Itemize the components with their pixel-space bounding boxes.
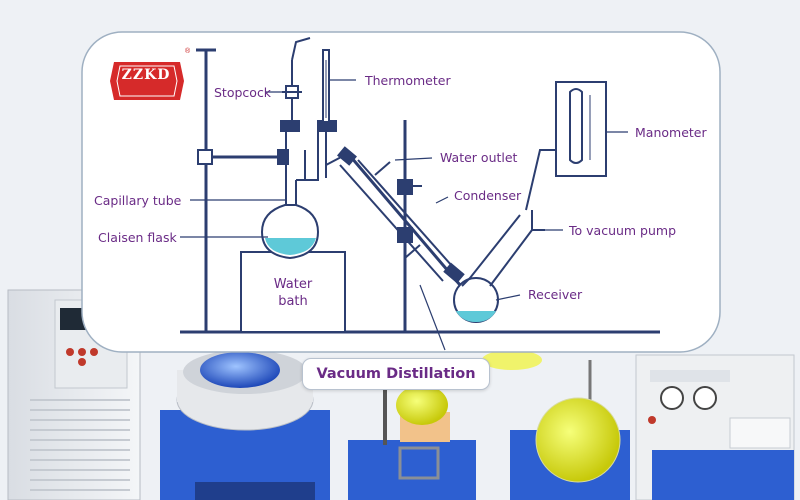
label-water-bath-line2: bath xyxy=(278,294,308,309)
heating-mantle xyxy=(160,350,330,500)
label-capillary-tube: Capillary tube xyxy=(94,193,182,208)
label-to-vacuum-pump: To vacuum pump xyxy=(569,223,677,238)
right-stand xyxy=(482,350,630,500)
caption-text: Vacuum Distillation xyxy=(316,366,476,382)
label-stopcock: Stopcock xyxy=(214,85,272,100)
center-stand xyxy=(348,385,476,500)
logo-registered-mark: ® xyxy=(185,48,191,55)
label-water-outlet: Water outlet xyxy=(440,150,518,165)
vacuum-pump xyxy=(635,354,795,500)
leader-lines xyxy=(180,79,628,351)
logo-wordmark: ZZKD xyxy=(121,67,171,83)
distillation-apparatus xyxy=(180,37,660,334)
caption-badge: Vacuum Distillation xyxy=(302,358,490,390)
label-condenser: Condenser xyxy=(454,188,522,203)
label-manometer: Manometer xyxy=(635,125,707,140)
zzkd-logo xyxy=(110,62,184,100)
label-claisen-flask: Claisen flask xyxy=(98,230,177,245)
label-water-bath-line1: Water xyxy=(273,277,313,292)
label-thermometer: Thermometer xyxy=(365,73,451,88)
label-receiver: Receiver xyxy=(528,287,583,302)
